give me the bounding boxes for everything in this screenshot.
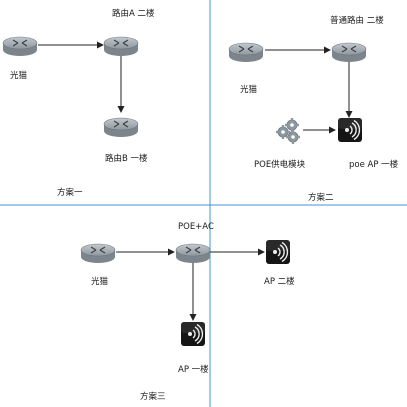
plan2-ap-label: poe AP 一楼 [349, 159, 399, 170]
plan1-router-a-label: 路由A 二楼 [112, 8, 155, 19]
plan3-title: 方案三 [140, 391, 166, 402]
plan2-title: 方案二 [308, 192, 334, 203]
router-icon[interactable] [175, 243, 211, 264]
plan2-group: 普通路由 二楼 光猫 POE供电模块 poe AP 一楼 方案二 [228, 15, 399, 203]
plan1-modem-label: 光猫 [10, 70, 28, 81]
plan3-modem-label: 光猫 [91, 276, 109, 287]
gears-icon[interactable] [275, 117, 301, 145]
plan3-poe-ac-label: POE+AC [178, 222, 214, 232]
plan2-modem-label: 光猫 [240, 84, 258, 95]
access-point-icon[interactable] [180, 321, 206, 347]
router-icon[interactable] [103, 36, 139, 57]
plan1-router-b-label: 路由B 一楼 [105, 153, 148, 164]
router-icon[interactable] [331, 42, 367, 63]
router-icon[interactable] [80, 243, 116, 264]
plan2-router-label: 普通路由 二楼 [330, 15, 384, 26]
router-icon[interactable] [2, 36, 38, 57]
router-icon[interactable] [228, 42, 264, 63]
plan1-group: 光猫 路由A 二楼 路由B 一楼 方案一 [2, 8, 155, 198]
plan1-title: 方案一 [57, 187, 83, 198]
access-point-icon[interactable] [265, 239, 291, 265]
router-icon[interactable] [103, 117, 139, 138]
plan3-ap2-label: AP 二楼 [264, 276, 295, 287]
access-point-icon[interactable] [337, 117, 363, 143]
plan3-group: POE+AC 光猫 AP 二楼 AP 一楼 方案三 [80, 222, 295, 402]
plan3-ap1-label: AP 一楼 [178, 364, 209, 375]
plan2-poe-module-label: POE供电模块 [254, 159, 306, 170]
